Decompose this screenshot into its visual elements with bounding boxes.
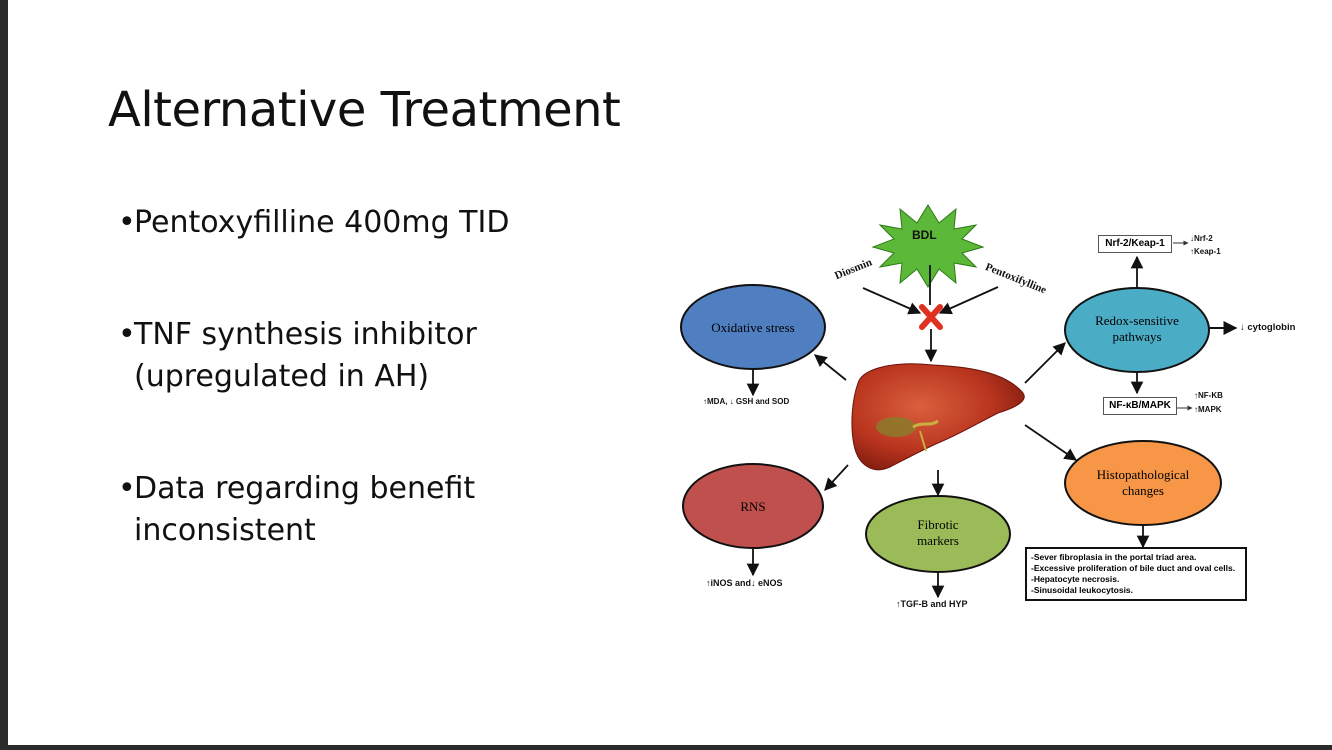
bdl-starburst	[871, 204, 985, 288]
slide-title: Alternative Treatment	[108, 82, 621, 138]
bullet-item: •Pentoxyfilline 400mg TID	[118, 202, 588, 244]
block-x-icon	[919, 304, 943, 330]
bullet-item: •TNF synthesis inhibitor (upregulated in…	[118, 314, 588, 398]
histo-finding: -Sinusoidal leukocytosis.	[1031, 585, 1134, 595]
histo-label: Histopathological changes	[1096, 467, 1190, 498]
nfkb-mapk-box: NF-κB/MAPK	[1103, 397, 1177, 415]
histo-findings-box: -Sever fibroplasia in the portal triad a…	[1025, 547, 1247, 601]
nrf2-result: ↓Nrf-2	[1190, 234, 1213, 243]
diagram-graphics	[680, 204, 1238, 599]
rns-label: RNS	[740, 499, 766, 514]
bullet-item: •Data regarding benefit inconsistent	[118, 468, 588, 552]
nrf2-keap1-box: Nrf-2/Keap-1	[1098, 235, 1172, 253]
fibrotic-result: ↑TGF-B and HYP	[896, 599, 968, 609]
bullet-dot: •	[118, 471, 136, 506]
bullet-text: TNF synthesis inhibitor (upregulated in …	[134, 317, 477, 394]
mapk-result: ↑MAPK	[1194, 405, 1222, 414]
histo-finding: -Excessive proliferation of bile duct an…	[1031, 563, 1236, 573]
pathway-diagram: BDL Diosmin Pentoxifylline Oxidative str…	[658, 195, 1308, 625]
histo-finding: -Sever fibroplasia in the portal triad a…	[1031, 552, 1197, 562]
bullet-text: Pentoxyfilline 400mg TID	[134, 205, 510, 240]
oxidative-result: ↑MDA, ↓ GSH and SOD	[703, 397, 790, 406]
bullet-dot: •	[118, 317, 136, 352]
liver-image	[851, 363, 1025, 471]
bullet-text: Data regarding benefit inconsistent	[134, 471, 476, 548]
keap1-result: ↑Keap-1	[1190, 247, 1221, 256]
fibrotic-markers-label: Fibrotic markers	[917, 517, 959, 548]
redox-label: Redox-sensitive pathways	[1095, 313, 1179, 344]
bullet-dot: •	[118, 205, 136, 240]
rns-result: ↑iNOS and↓ eNOS	[706, 578, 783, 588]
bdl-label: BDL	[912, 228, 937, 242]
oxidative-stress-label: Oxidative stress	[711, 320, 795, 335]
slide: Alternative Treatment •Pentoxyfilline 40…	[8, 0, 1332, 745]
nfkb-result: ↑NF-KB	[1194, 391, 1223, 400]
histo-finding: -Hepatocyte necrosis.	[1031, 574, 1120, 584]
cytoglobin-label: ↓ cytoglobin	[1240, 322, 1296, 333]
